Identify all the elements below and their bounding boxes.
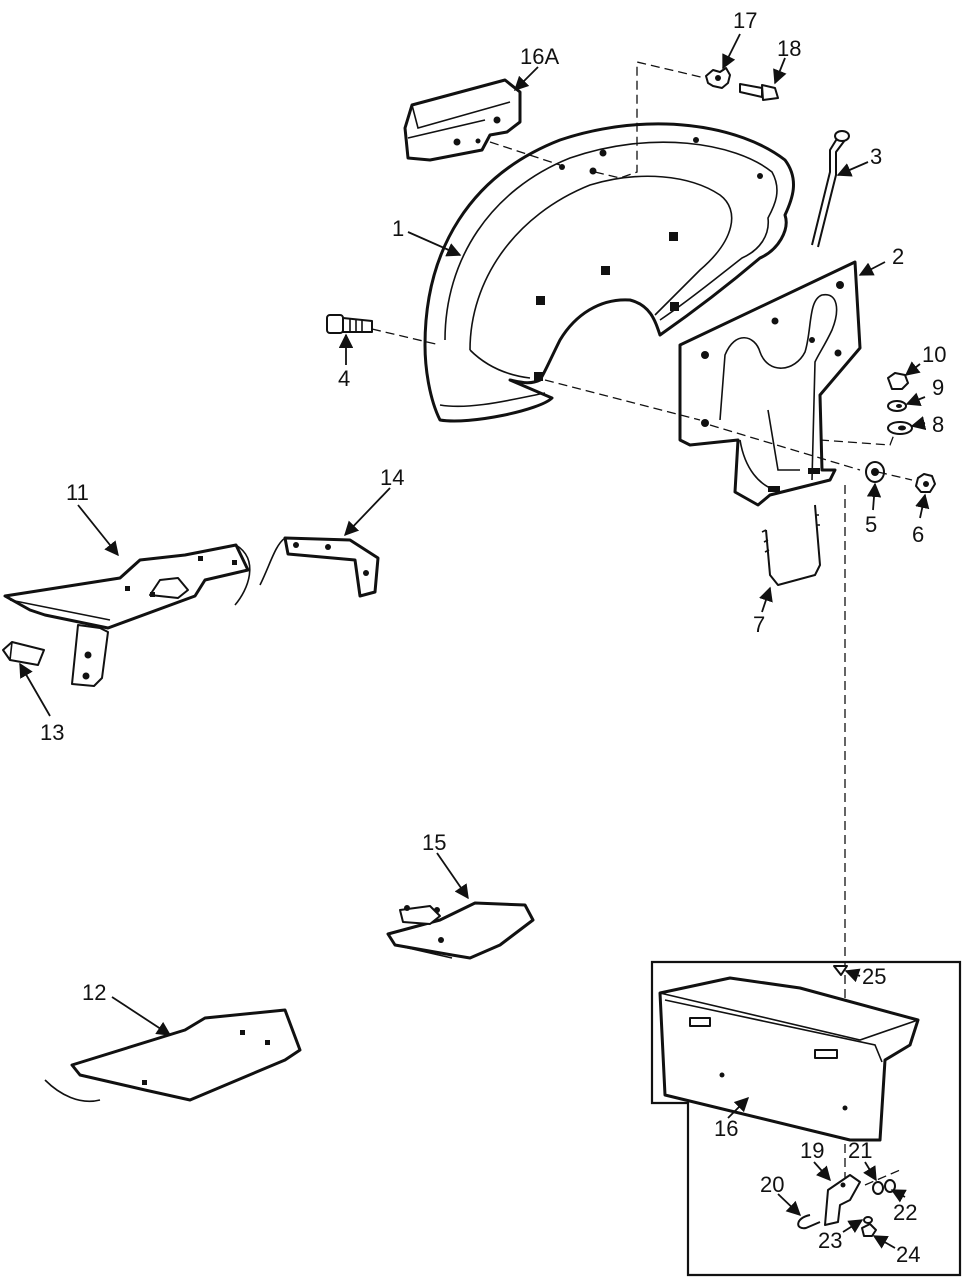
toolbox-part-16: [658, 976, 920, 1142]
callout-2: 2: [892, 244, 904, 269]
callout-10: 10: [922, 342, 946, 367]
callout-22: 22: [893, 1200, 917, 1225]
callout-15: 15: [422, 830, 446, 855]
washer-part-8: [887, 421, 913, 435]
callout-12: 12: [82, 980, 106, 1005]
callout-23: 23: [818, 1228, 842, 1253]
screw-part-25: [833, 965, 848, 976]
callout-8: 8: [932, 412, 944, 437]
step-plate-part-12: [44, 1008, 302, 1103]
bolt-part-4: [326, 314, 373, 334]
clip-part: [2, 641, 45, 666]
angle-bracket-part: [259, 536, 380, 598]
callout-11: 11: [66, 480, 89, 505]
callout-16: 16: [714, 1116, 738, 1141]
callout-20: 20: [760, 1172, 784, 1197]
small-hardware-parts: [861, 1179, 896, 1237]
nut-part-10: [887, 372, 909, 390]
callout-6: 6: [912, 522, 924, 547]
callout-3: 3: [870, 144, 882, 169]
callout-7: 7: [753, 612, 765, 637]
u-bolt-part: [761, 504, 821, 586]
callout-9: 9: [932, 375, 944, 400]
latch-bracket-part: [824, 1174, 861, 1226]
star-nut-part: [705, 67, 731, 89]
nut-part-6: [915, 473, 936, 493]
callout-21: 21: [848, 1138, 872, 1163]
footrest-plate-part: [3, 543, 251, 687]
washer-part-5: [865, 461, 885, 483]
callout-5: 5: [865, 512, 877, 537]
toolbox-part-16a: [403, 78, 522, 162]
callout-14: 14: [380, 465, 404, 490]
support-rod-part: [811, 130, 850, 248]
callout-13: 13: [40, 720, 64, 745]
mounting-bracket-part: [678, 260, 862, 507]
callout-19: 19: [800, 1138, 824, 1163]
callout-25: 25: [862, 964, 886, 989]
callout-labels: 1 2 3 4 5 6 7 8 9 10 11 12 13 14 15 16 1…: [40, 8, 946, 1267]
step-plate-part-15: [386, 901, 535, 960]
callout-17: 17: [733, 8, 757, 33]
lock-washer-part-9: [887, 400, 907, 412]
fender-part: [423, 122, 795, 423]
inset-frame: [650, 960, 962, 1277]
callout-4: 4: [338, 366, 350, 391]
callout-24: 24: [896, 1242, 920, 1267]
hook-part: [797, 1214, 821, 1230]
callout-1: 1: [392, 216, 404, 241]
bolt-part-18: [739, 83, 779, 101]
callout-16a: 16A: [520, 44, 559, 69]
leader-lines: [19, 33, 930, 1249]
callout-18: 18: [777, 36, 801, 61]
